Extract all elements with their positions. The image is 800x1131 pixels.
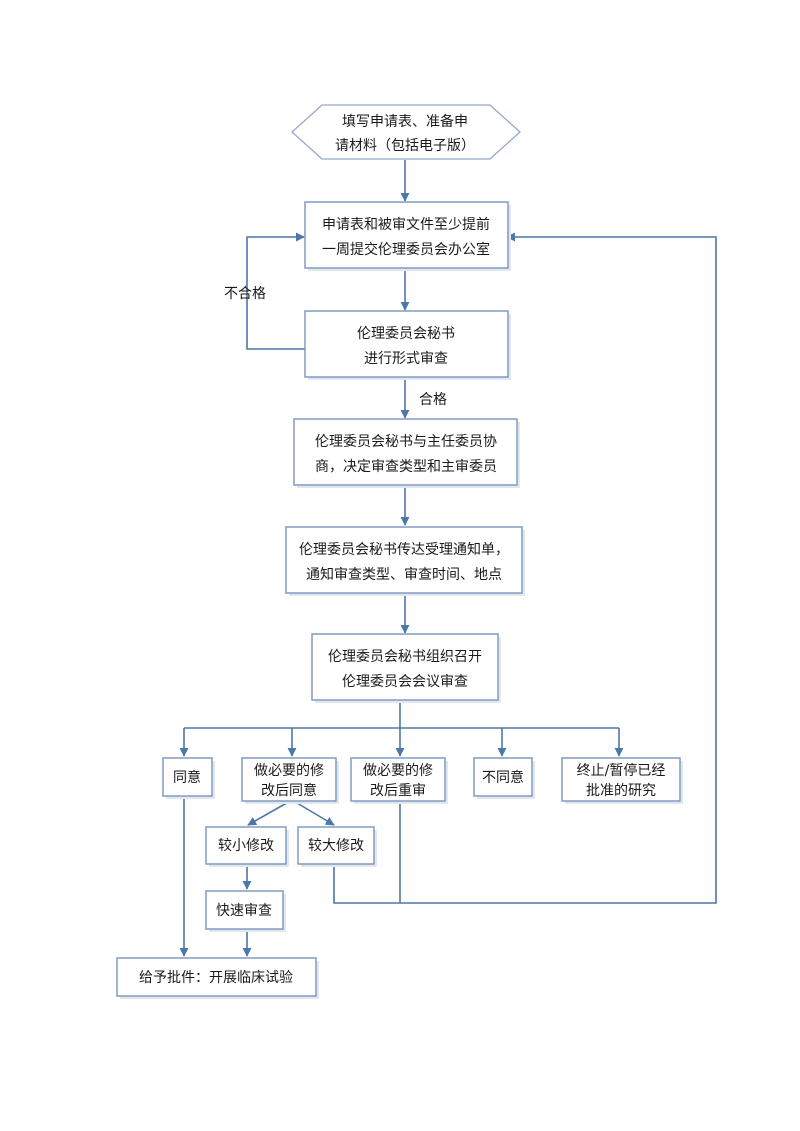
modify-agree-line1: 做必要的修 [254,763,324,779]
pass-edge-label: 合格 [419,392,447,408]
modify-agree-line2: 改后同意 [261,782,317,799]
edge-fail-loop [246,232,305,350]
start-node-line1: 填写申请表、准备申 [342,113,468,130]
meeting-node-line1: 伦理委员会秘书组织召开 [328,649,482,665]
fail-edge-label: 不合格 [224,286,266,302]
meeting-node-line2: 伦理委员会会议审查 [342,674,468,690]
submit-node-line2: 一周提交伦理委员会办公室 [322,241,490,258]
minor-revision-node: 较小修改 [205,826,289,867]
terminate-node: 终止/暂停已经 批准的研究 [561,757,683,804]
modify-review-node: 做必要的修 改后重审 [350,757,448,804]
approve-label: 给予批件：开展临床试验 [139,970,293,986]
modify-agree-node: 做必要的修 改后同意 [241,757,339,804]
decide-node-line1: 伦理委员会秘书与主任委员协 [315,434,497,450]
modify-review-line1: 做必要的修 [363,763,433,779]
approve-node: 给予批件：开展临床试验 [116,957,319,999]
notify-node-line1: 伦理委员会秘书传达受理通知单， [299,541,509,558]
formal-review-line2: 进行形式审查 [364,351,448,367]
terminate-line2: 批准的研究 [586,783,656,799]
edge-resubmit-loop [333,232,717,904]
edge-to-major [291,799,335,826]
submit-node: 申请表和被审文件至少提前 一周提交伦理委员会办公室 [304,201,511,271]
start-node-line2: 请材料（包括电子版） [335,138,475,154]
connectors [179,160,717,957]
agree-node-label: 同意 [173,769,201,786]
terminate-line1: 终止/暂停已经 [577,762,666,779]
formal-review-node: 伦理委员会秘书 进行形式审查 [304,310,511,380]
fast-review-label: 快速审查 [216,903,272,919]
notify-node-line2: 通知审查类型、审查时间、地点 [306,566,502,583]
edge-to-minor [247,799,293,826]
modify-review-line2: 改后重审 [370,783,426,799]
meeting-node: 伦理委员会秘书组织召开 伦理委员会会议审查 [311,633,501,703]
notify-node: 伦理委员会秘书传达受理通知单， 通知审查类型、审查时间、地点 [285,526,525,596]
disagree-node: 不同意 [473,757,535,799]
submit-node-line1: 申请表和被审文件至少提前 [322,216,490,233]
start-node: 填写申请表、准备申 请材料（包括电子版） [291,104,521,160]
disagree-node-label: 不同意 [482,769,524,786]
fast-review-node: 快速审查 [205,890,286,932]
minor-revision-label: 较小修改 [218,838,274,854]
major-revision-node: 较大修改 [297,826,377,867]
decide-node: 伦理委员会秘书与主任委员协 商，决定审查类型和主审委员 [293,418,520,488]
agree-node: 同意 [162,757,215,799]
formal-review-line1: 伦理委员会秘书 [357,326,455,342]
decide-node-line2: 商，决定审查类型和主审委员 [315,459,497,475]
major-revision-label: 较大修改 [308,838,364,854]
